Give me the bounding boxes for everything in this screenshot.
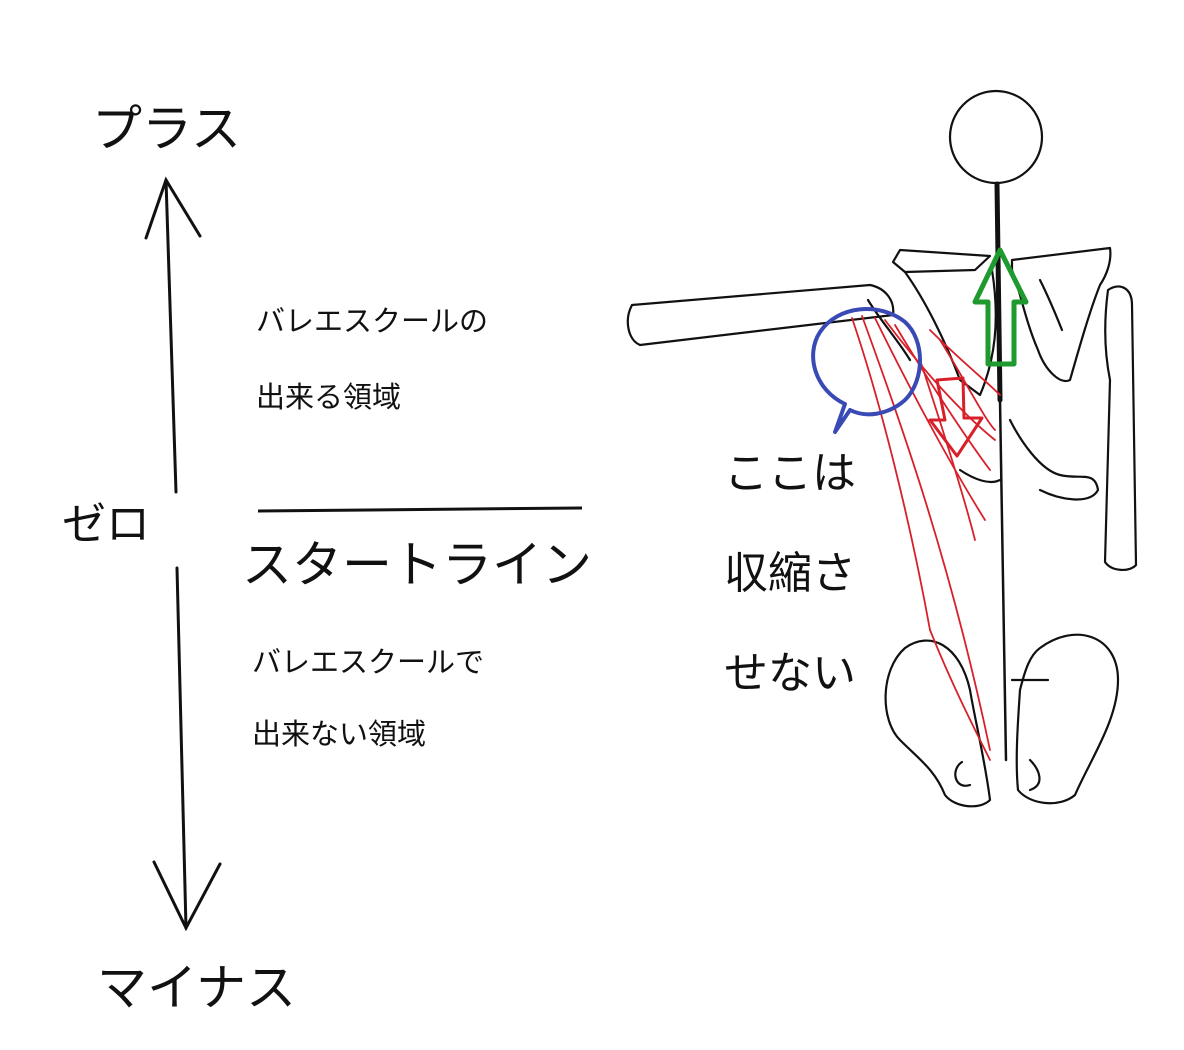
muscle-fibers [851,315,1001,761]
spine-upper [994,181,1003,403]
left-scapula [891,248,992,274]
right-arm [1103,285,1138,571]
upper-region-line1: バレエスクールの [256,304,489,338]
scale-arrow [144,176,222,932]
upper-region-line2: 出来る領域 [256,380,402,414]
right-scapula [1010,246,1112,383]
plus-label: プラス [92,100,241,158]
annotation-line1: ここは [724,448,856,499]
annotation-line2: 収縮さ [724,548,856,599]
skeleton-figure [626,89,1138,808]
minus-label: マイナス [97,959,296,1017]
right-ilium [1015,633,1120,805]
left-arm [626,283,895,347]
zero-label: ゼロ [62,499,150,550]
left-ilium [884,639,992,808]
lift-up-arrow [972,247,1029,367]
start-line [257,506,583,513]
spine-lower [998,398,1008,762]
lower-region-line2: 出来ない領域 [252,717,427,751]
speech-bubble [811,307,922,434]
contraction-down-arrow [928,376,984,458]
head-outline [948,89,1044,185]
start-line-label: スタートライン [242,536,592,594]
lower-region-line1: バレエスクールで [252,645,485,679]
annotation-line3: せない [724,648,856,699]
